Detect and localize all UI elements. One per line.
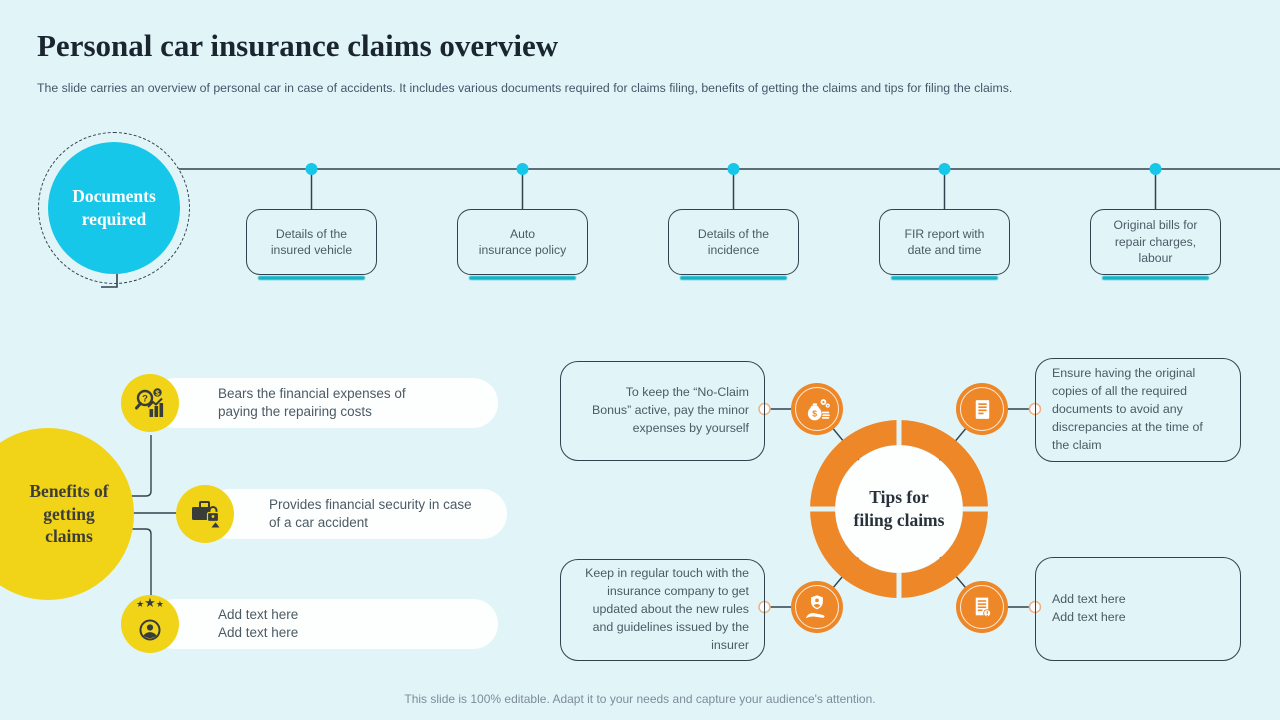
tip-text: To keep the “No-Claim Bonus” active, pay… [591, 385, 749, 435]
invoice-icon [956, 581, 1008, 633]
page-title: Personal car insurance claims overview [37, 28, 559, 63]
teal-underline [680, 275, 787, 280]
svg-text:$: $ [155, 388, 160, 397]
svg-text:?: ? [142, 394, 148, 405]
tip-box-original-copies: Ensure having the original copies of all… [1035, 358, 1241, 462]
tip-text: Ensure having the original copies of all… [1052, 366, 1203, 452]
teal-underline [891, 275, 998, 280]
benefit-row-expenses: Bears the financial expenses of paying t… [150, 378, 498, 428]
document-icon [956, 383, 1008, 435]
document-box-label: Details of the incidence [697, 226, 770, 257]
benefits-hub: Benefits of getting claims [0, 428, 134, 600]
document-box-label: Details of the insured vehicle [270, 226, 353, 257]
document-box-label: Auto insurance policy [478, 226, 567, 257]
benefit-text-placeholder[interactable]: Add text here Add text here [218, 606, 299, 640]
cost-analysis-icon: ? $ [121, 374, 179, 432]
benefit-text: Provides financial security in case of a… [269, 496, 472, 530]
document-box-label: FIR report with date and time [904, 226, 985, 257]
hand-shield-icon [791, 581, 843, 633]
document-box-auto-policy: Auto insurance policy [457, 209, 588, 280]
benefit-row-placeholder[interactable]: Add text here Add text here [150, 599, 498, 649]
financial-security-icon [176, 485, 234, 543]
benefit-row-security: Provides financial security in case of a… [205, 489, 507, 539]
person-stars-icon: ★★★ [121, 595, 179, 653]
tip-text-placeholder[interactable]: Add text here Add text here [1052, 592, 1126, 624]
teal-underline [258, 275, 365, 280]
benefits-hub-label: Benefits of getting claims [29, 480, 109, 547]
money-bag-icon: $ [791, 383, 843, 435]
document-box-insured-vehicle: Details of the insured vehicle [246, 209, 377, 280]
page-subtitle: The slide carries an overview of persona… [37, 81, 1013, 95]
documents-hub-label: Documents required [72, 186, 156, 229]
footer-note: This slide is 100% editable. Adapt it to… [404, 692, 876, 706]
tips-hub-label: Tips for filing claims [853, 487, 945, 530]
document-box-label: Original bills for repair charges, labou… [1113, 218, 1198, 266]
tip-box-no-claim-bonus: To keep the “No-Claim Bonus” active, pay… [560, 361, 765, 461]
teal-underline [1102, 275, 1209, 280]
tips-hub: Tips for filing claims [835, 478, 963, 540]
tip-box-placeholder[interactable]: Add text here Add text here [1035, 557, 1241, 661]
document-box-incidence: Details of the incidence [668, 209, 799, 280]
tip-box-regular-touch: Keep in regular touch with the insurance… [560, 559, 765, 661]
tip-text: Keep in regular touch with the insurance… [585, 566, 749, 652]
document-box-original-bills: Original bills for repair charges, labou… [1090, 209, 1221, 280]
benefit-text: Bears the financial expenses of paying t… [218, 385, 406, 419]
documents-hub: Documents required [48, 142, 180, 274]
teal-underline [469, 275, 576, 280]
document-box-fir-report: FIR report with date and time [879, 209, 1010, 280]
